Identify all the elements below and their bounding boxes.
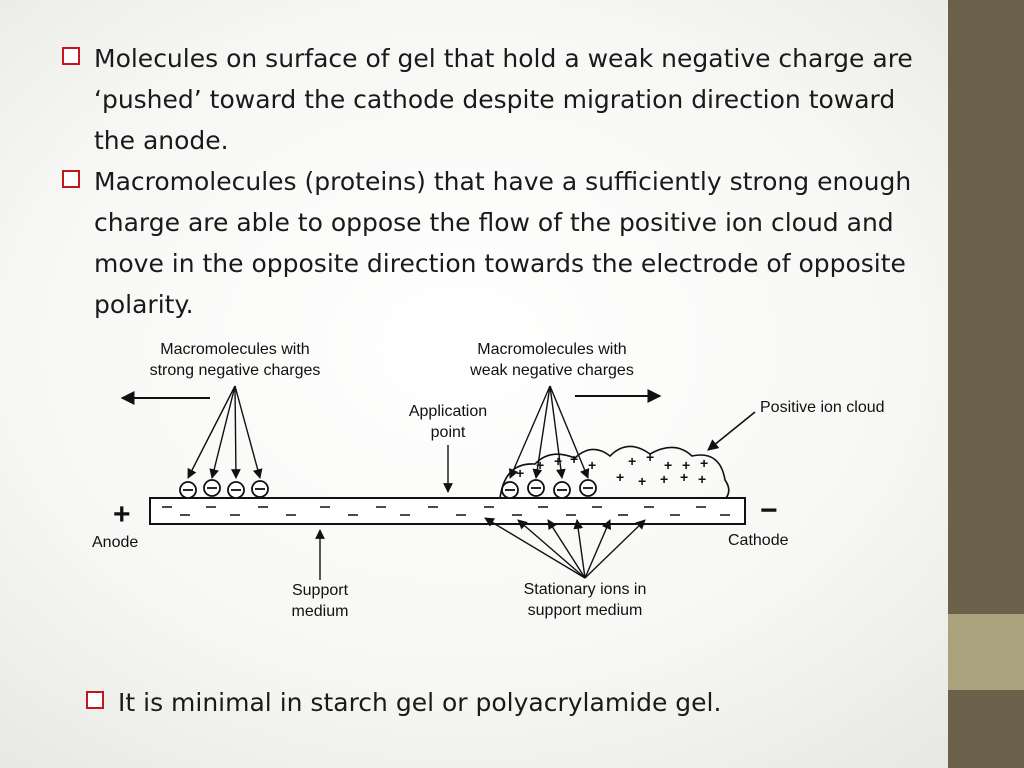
- bullet-text: Molecules on surface of gel that hold a …: [94, 44, 913, 155]
- positive-ion-signs: +++ +++ +++ +++ +++ ++: [516, 449, 708, 493]
- svg-text:+: +: [628, 453, 636, 469]
- bullet-item: It is minimal in starch gel or polyacryl…: [84, 682, 721, 723]
- svg-text:+: +: [570, 451, 578, 467]
- support-medium-label: medium: [292, 603, 349, 620]
- bullet-item: Molecules on surface of gel that hold a …: [60, 38, 920, 161]
- svg-text:+: +: [660, 471, 668, 487]
- bullet-text: It is minimal in starch gel or polyacryl…: [118, 688, 722, 717]
- stationary-ion-pointers: [484, 517, 646, 579]
- electrophoresis-diagram: Macromolecules with strong negative char…: [92, 341, 885, 620]
- gel-support-strip: [149, 497, 746, 525]
- strong-charge-label: strong negative charges: [150, 362, 321, 379]
- application-point-label: point: [431, 424, 466, 441]
- weak-charge-label: Macromolecules with: [477, 341, 626, 358]
- stationary-negative-ions: [162, 506, 730, 516]
- anode-label: Anode: [92, 534, 138, 551]
- svg-text:+: +: [554, 453, 562, 469]
- strong-charge-label: Macromolecules with: [160, 341, 309, 358]
- weak-charge-molecules: [501, 479, 597, 499]
- svg-text:+: +: [680, 469, 688, 485]
- bullet-item: Macromolecules (proteins) that have a su…: [60, 161, 920, 325]
- checkbox-bullet-icon: [86, 691, 104, 709]
- strong-molecule-pointers: [187, 385, 263, 479]
- strong-charge-molecules: [179, 479, 269, 499]
- svg-text:+: +: [664, 457, 672, 473]
- application-point-label: Application: [409, 403, 487, 420]
- checkbox-bullet-icon: [62, 47, 80, 65]
- stationary-ions-label: Stationary ions in: [524, 581, 647, 598]
- svg-text:+: +: [700, 455, 708, 471]
- bullet-text: Macromolecules (proteins) that have a su…: [94, 167, 912, 319]
- svg-text:+: +: [698, 471, 706, 487]
- positive-ion-cloud: [499, 445, 730, 499]
- anode-sign: +: [113, 498, 131, 531]
- svg-text:+: +: [616, 469, 624, 485]
- support-medium-label: Support: [292, 582, 349, 599]
- decorative-sidebar-accent: [948, 614, 1024, 690]
- svg-text:+: +: [646, 449, 654, 465]
- positive-ion-cloud-label: Positive ion cloud: [760, 399, 885, 416]
- svg-text:+: +: [682, 457, 690, 473]
- weak-charge-label: weak negative charges: [469, 362, 634, 379]
- stationary-ions-label: support medium: [528, 602, 643, 619]
- svg-text:+: +: [588, 457, 596, 473]
- positive-cloud-pointer: [707, 411, 756, 451]
- svg-text:+: +: [516, 465, 524, 481]
- cathode-sign: −: [760, 494, 778, 527]
- svg-text:+: +: [638, 473, 646, 489]
- bullet-list: Molecules on surface of gel that hold a …: [60, 38, 920, 325]
- cathode-label: Cathode: [728, 532, 789, 549]
- svg-text:+: +: [536, 457, 544, 473]
- weak-molecule-pointers: [509, 385, 590, 479]
- checkbox-bullet-icon: [62, 170, 80, 188]
